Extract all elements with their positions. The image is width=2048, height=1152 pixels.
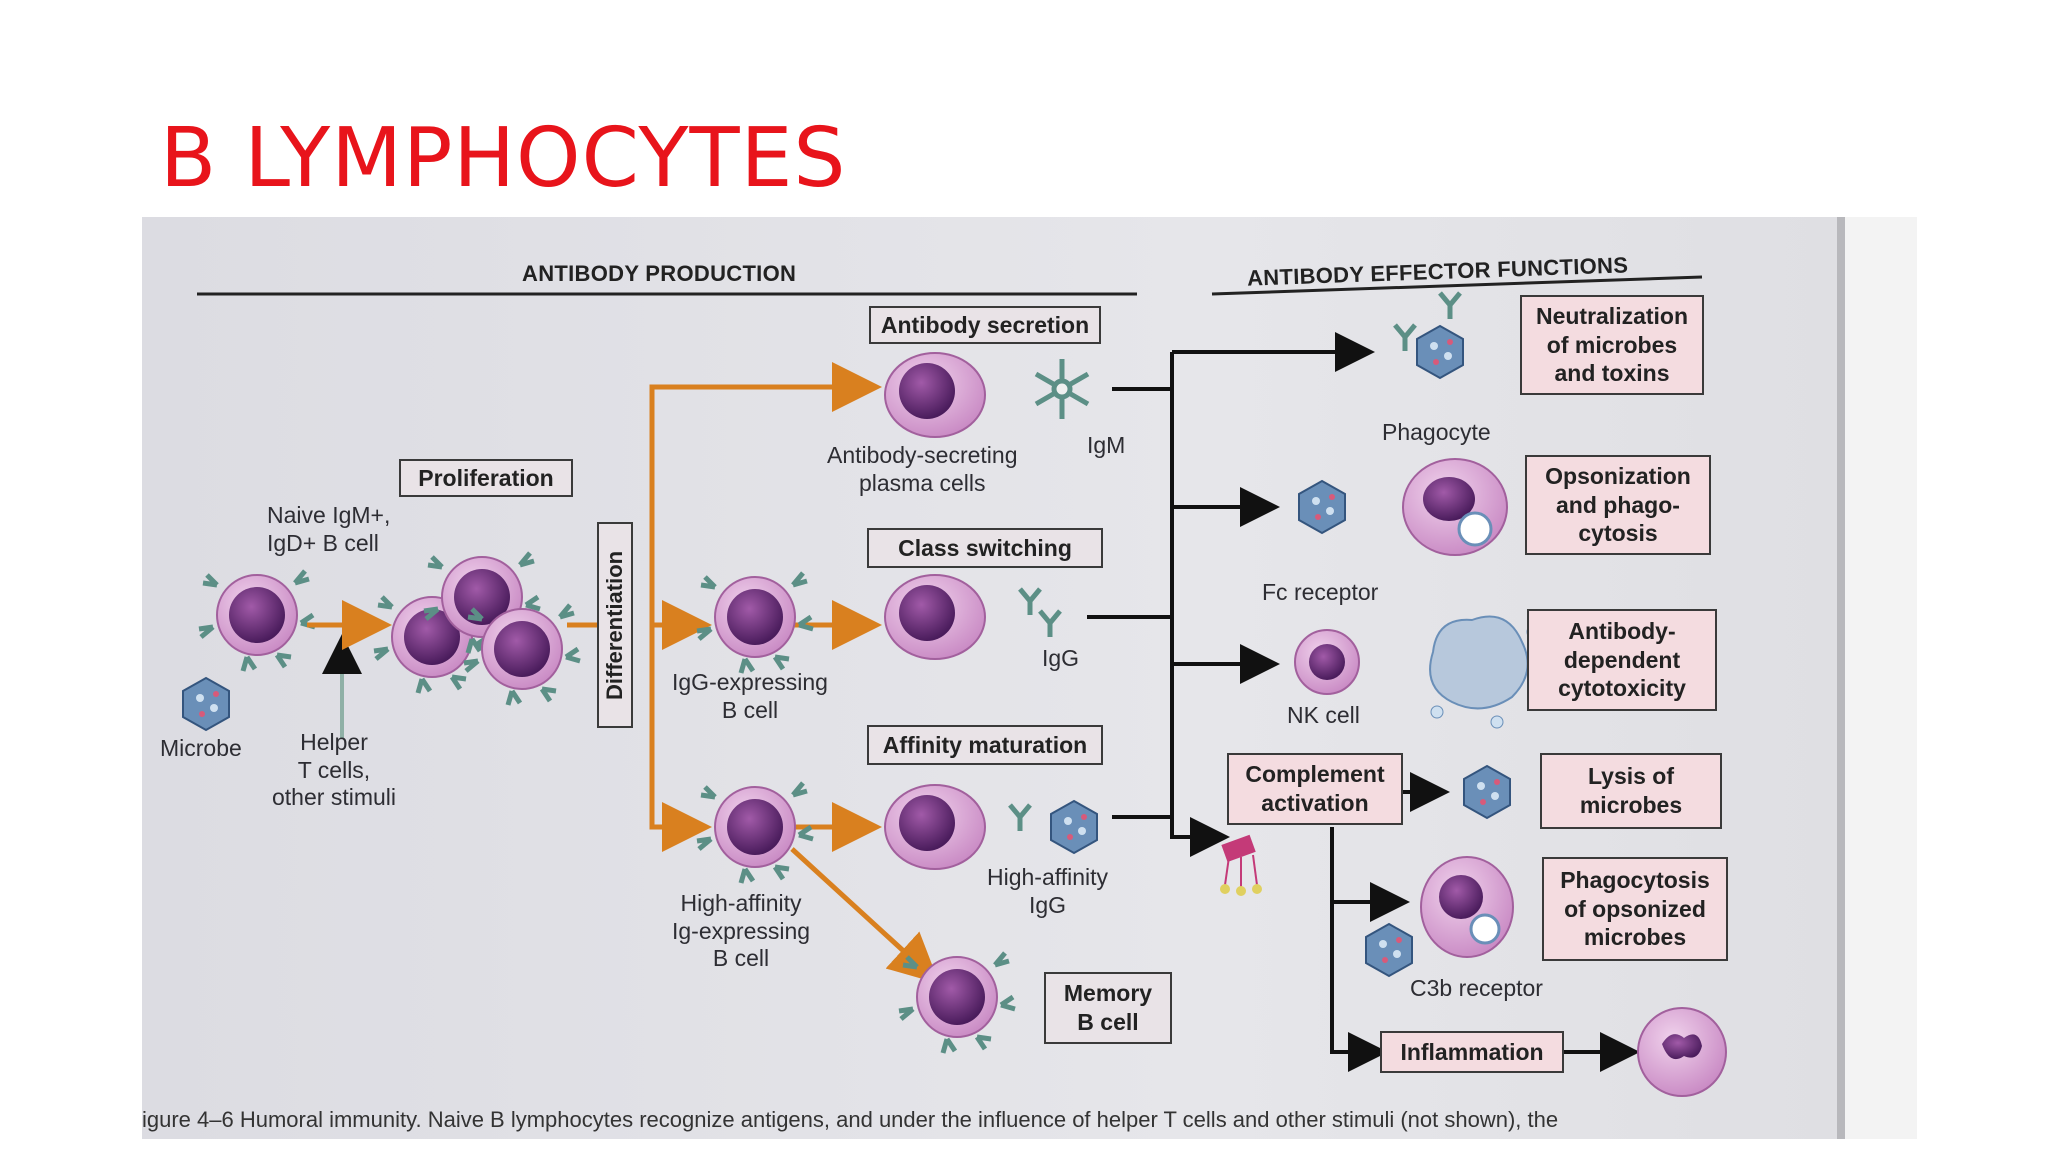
opsonized-microbe	[1365, 923, 1413, 977]
nk-cell-label: NK cell	[1287, 702, 1360, 728]
phagocyte-label: Phagocyte	[1382, 419, 1491, 445]
figure-caption: igure 4–6 Humoral immunity. Naive B lymp…	[142, 1107, 1559, 1132]
affinity-maturation-box: Affinity maturation	[867, 725, 1103, 765]
igm-label: IgM	[1087, 432, 1126, 458]
neutralized-microbe	[1416, 325, 1464, 379]
antibody-secretion-box: Antibody secretion	[869, 306, 1101, 344]
igg-label: IgG	[1042, 645, 1080, 671]
high-affinity-b-cell	[697, 783, 813, 883]
high-affinity-b-cell-label: High-affinity Ig-expressing B cell	[672, 890, 811, 972]
igg-icon	[1020, 589, 1040, 615]
antibody-icon	[1395, 325, 1415, 351]
memory-b-cell	[899, 953, 1015, 1053]
plasma-cell	[884, 574, 986, 660]
nk-cell	[1294, 629, 1360, 695]
microbe-icon	[182, 677, 230, 731]
proliferating-cell	[464, 605, 580, 705]
memory-b-cell-box: Memory B cell	[1044, 972, 1172, 1044]
naive-b-cell	[199, 571, 315, 671]
opsonization-box: Opsonization and phago- cytosis	[1525, 455, 1711, 555]
inflammation-box: Inflammation	[1380, 1031, 1564, 1073]
differentiation-box: Differentiation	[597, 522, 633, 728]
proliferation-box: Proliferation	[399, 459, 573, 497]
igg-icon	[1010, 805, 1030, 831]
header-antibody-production: ANTIBODY PRODUCTION	[522, 261, 797, 286]
phagocyte-cell	[1402, 458, 1508, 556]
naive-label: Naive IgM+, IgD+ B cell	[267, 502, 391, 556]
microbe-label: Microbe	[160, 735, 242, 761]
antibody-icon	[1440, 293, 1460, 319]
microbe-icon	[1050, 800, 1098, 854]
igm-icon	[1034, 359, 1090, 419]
slide-title: B LYMPHOCYTES	[160, 111, 847, 206]
phagocyte-cell	[1420, 856, 1514, 958]
complement-icon	[1220, 834, 1262, 896]
complement-activation-box: Complement activation	[1227, 753, 1403, 825]
lysed-microbe	[1463, 765, 1511, 819]
adcc-box: Antibody- dependent cytotoxicity	[1527, 609, 1717, 711]
c3b-receptor-label: C3b receptor	[1410, 975, 1543, 1001]
lysis-box: Lysis of microbes	[1540, 753, 1722, 829]
igg-b-cell-label: IgG-expressing B cell	[672, 669, 828, 723]
igg-icon	[1040, 611, 1060, 637]
class-switching-box: Class switching	[867, 528, 1103, 568]
plasma-cell	[884, 352, 986, 438]
plasma-cell	[884, 784, 986, 870]
figure-photo: ANTIBODY PRODUCTION ANTIBODY EFFECTOR FU…	[142, 217, 1917, 1139]
neutrophil-icon	[1637, 1007, 1727, 1097]
neutralization-box: Neutralization of microbes and toxins	[1520, 295, 1704, 395]
helper-label: Helper T cells, other stimuli	[272, 729, 396, 811]
plasma-label: Antibody-secreting plasma cells	[827, 442, 1018, 496]
figure-artwork	[182, 217, 1917, 1139]
phagocytosis-opsonized-box: Phagocytosis of opsonized microbes	[1542, 857, 1728, 961]
fc-receptor-label: Fc receptor	[1262, 579, 1379, 605]
opsonized-microbe	[1298, 480, 1346, 534]
high-affinity-igg-label: High-affinity IgG	[987, 864, 1109, 918]
